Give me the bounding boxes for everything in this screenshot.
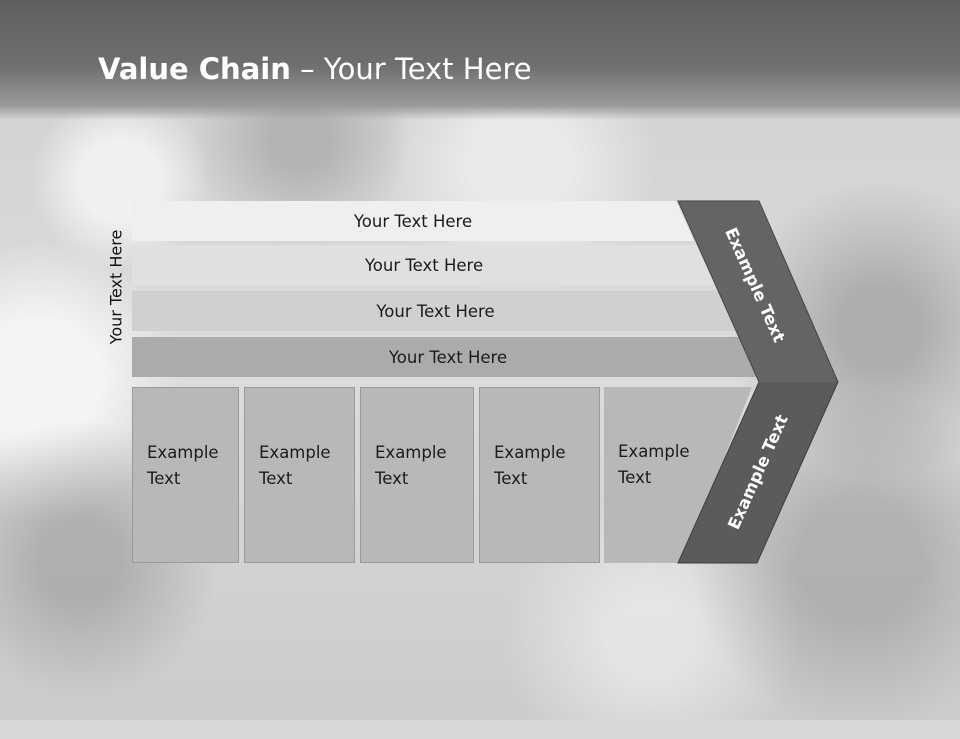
- value-chain-band: Your Text Here: [132, 337, 764, 377]
- column-label-line2: Text: [494, 469, 528, 488]
- value-chain-band: Your Text Here: [132, 201, 694, 241]
- chevron-highlight: [678, 201, 838, 382]
- title-rest: – Your Text Here: [290, 52, 532, 86]
- column-label-line2: Text: [147, 469, 181, 488]
- column-label-line1: Example: [618, 442, 690, 461]
- title-bold: Value Chain: [98, 52, 291, 86]
- slide-title: Value Chain – Your Text Here: [98, 52, 532, 86]
- column-label-line1: Example: [147, 443, 219, 462]
- column-label-line2: Text: [618, 468, 652, 487]
- value-chain-band: Your Text Here: [132, 245, 716, 285]
- column-label-line1: Example: [494, 443, 566, 462]
- value-chain-chevron: [677, 200, 839, 564]
- column-label-line1: Example: [259, 443, 331, 462]
- column-label-line2: Text: [259, 469, 293, 488]
- column-label-line1: Example: [375, 443, 447, 462]
- band-label: Your Text Here: [388, 347, 508, 367]
- column-label-line2: Text: [375, 469, 409, 488]
- chevron-shape: [677, 200, 839, 564]
- title-bar: [0, 0, 960, 120]
- band-label: Your Text Here: [376, 301, 495, 321]
- band-label: Your Text Here: [364, 255, 484, 275]
- band-label: Your Text Here: [353, 211, 473, 231]
- value-chain-band: Your Text Here: [132, 291, 739, 331]
